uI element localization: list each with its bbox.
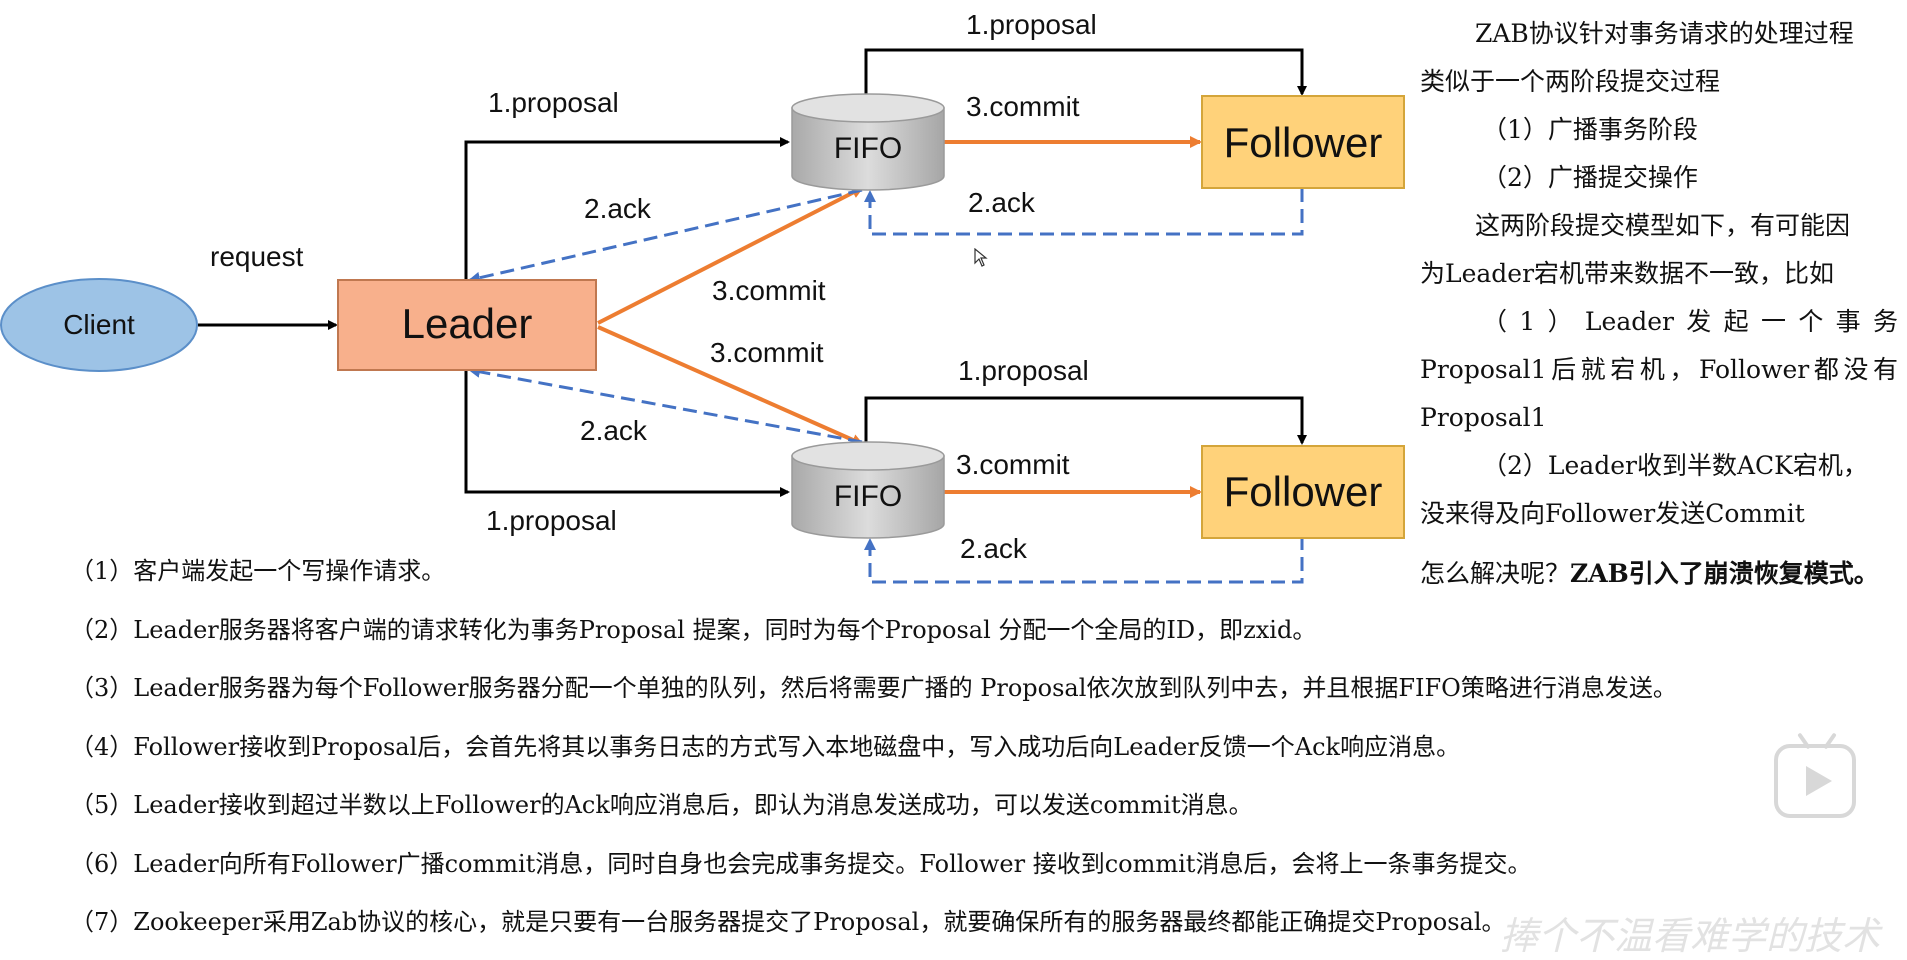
proposal-arrow-fifo-bottom — [864, 396, 1307, 446]
play-button-icon[interactable] — [1774, 732, 1856, 818]
side-line-10: （2）Leader收到半数ACK宕机， — [1482, 451, 1868, 480]
side-description: ZAB协议针对事务请求的处理过程 类似于一个两阶段提交过程 （1）广播事务阶段 … — [1420, 10, 1898, 598]
commit-arrow-leader-bottom — [597, 325, 864, 446]
follower-top-label: Follower — [1224, 119, 1383, 166]
proposal-arrow-fifo-top — [864, 48, 1307, 98]
commit-label-leader-top: 3.commit — [712, 275, 826, 306]
step-3: （3）Leader服务器为每个Follower服务器分配一个单独的队列，然后将需… — [70, 674, 1677, 702]
proposal-label-fifo-top: 1.proposal — [966, 9, 1097, 40]
step-5: （5）Leader接收到超过半数以上Follower的Ack响应消息后，即认为消… — [70, 791, 1253, 819]
step-7: （7）Zookeeper采用Zab协议的核心，就是只要有一台服务器提交了Prop… — [70, 908, 1506, 936]
ack-label-leader-bottom: 2.ack — [580, 415, 648, 446]
proposal-label-leader-bottom: 1.proposal — [486, 505, 617, 536]
side-answer-text: ZAB引入了崩溃恢复模式。 — [1570, 559, 1879, 588]
side-line-1: ZAB协议针对事务请求的处理过程 — [1475, 19, 1854, 48]
step-6: （6）Leader向所有Follower广播commit消息，同时自身也会完成事… — [70, 849, 1532, 878]
side-question: 怎么解决呢？ZAB引入了崩溃恢复模式。 — [1420, 550, 1898, 598]
leader-label: Leader — [402, 300, 533, 347]
request-label: request — [210, 241, 304, 272]
fifo-queue-bottom — [791, 441, 945, 539]
ack-label-follower-top: 2.ack — [968, 187, 1036, 218]
ack-label-leader-top: 2.ack — [584, 193, 652, 224]
side-line-8: Proposal1后就宕机，Follower都没有 — [1420, 355, 1898, 384]
side-line-2: 类似于一个两阶段提交过程 — [1420, 67, 1721, 96]
ack-arrow-follower-top — [864, 188, 1304, 236]
commit-label-bottom: 3.commit — [956, 449, 1070, 480]
follower-node-bottom — [1201, 445, 1405, 539]
ack-arrow-leader-bottom — [468, 365, 863, 444]
fifo-queue-top — [791, 93, 945, 191]
proposal-arrow-leader-bottom — [464, 366, 790, 497]
proposal-label-leader-top: 1.proposal — [488, 87, 619, 118]
step-1: （1）客户端发起一个写操作请求。 — [70, 557, 446, 585]
side-line-6: 为Leader宕机带来数据不一致，比如 — [1420, 259, 1835, 288]
process-steps: （1）客户端发起一个写操作请求。 （2）Leader服务器将客户端的请求转化为事… — [70, 548, 1850, 958]
fifo-bottom-label: FIFO — [834, 480, 902, 513]
step-2: （2）Leader服务器将客户端的请求转化为事务Proposal 提案，同时为每… — [70, 615, 1317, 644]
step-4: （4）Follower接收到Proposal后，会首先将其以事务日志的方式写入本… — [70, 732, 1461, 761]
side-line-9: Proposal1 — [1420, 403, 1547, 432]
proposal-arrow-leader-top — [464, 137, 790, 282]
commit-label-leader-bottom: 3.commit — [710, 337, 824, 368]
client-node — [0, 278, 198, 372]
follower-bottom-label: Follower — [1224, 468, 1383, 515]
side-line-7: （1）Leader发起一个事务 — [1482, 307, 1898, 336]
client-label: Client — [63, 309, 135, 340]
fifo-top-label: FIFO — [834, 132, 902, 165]
side-line-11: 没来得及向Follower发送Commit — [1420, 499, 1805, 528]
side-question-text: 怎么解决呢？ — [1420, 559, 1571, 588]
side-line-3: （1）广播事务阶段 — [1482, 115, 1698, 144]
ack-arrow-leader-top — [468, 188, 863, 284]
side-line-4: （2）广播提交操作 — [1482, 163, 1698, 192]
commit-label-top: 3.commit — [966, 91, 1080, 122]
follower-node-top — [1201, 95, 1405, 189]
ack-arrow-follower-bottom — [864, 536, 1304, 584]
leader-node — [337, 279, 597, 371]
side-line-5: 这两阶段提交模型如下，有可能因 — [1475, 211, 1851, 240]
watermark-text: 捧个不温看难学的技术 — [1500, 914, 1881, 958]
commit-arrow-leader-top — [597, 186, 864, 325]
ack-label-follower-bottom: 2.ack — [960, 533, 1028, 564]
proposal-label-fifo-bottom: 1.proposal — [958, 355, 1089, 386]
